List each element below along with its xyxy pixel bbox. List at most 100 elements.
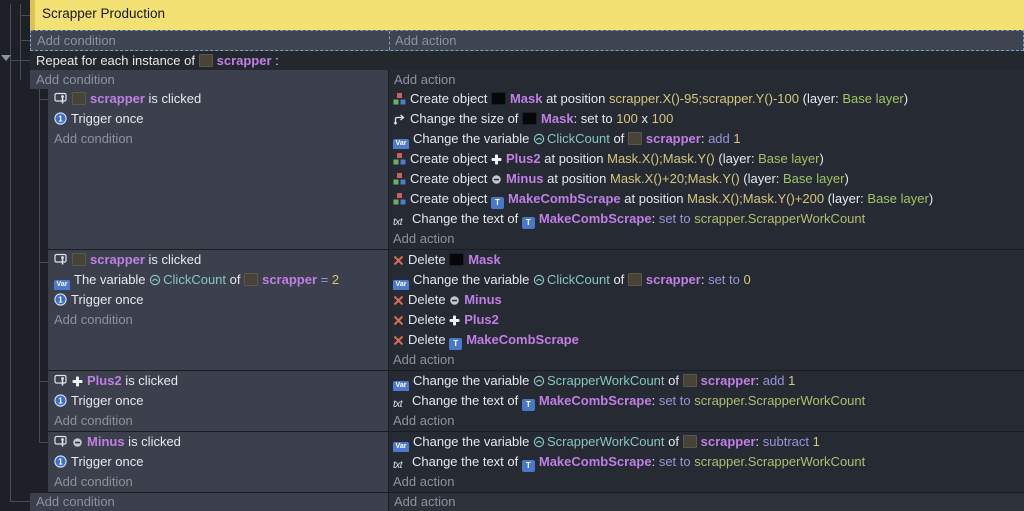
text-segment: (layer: (739, 171, 784, 186)
action-line[interactable]: Change the size of Mask: set to 100 x 10… (389, 109, 1024, 129)
comment-block[interactable]: Scrapper Production (30, 0, 1024, 30)
comment-text[interactable]: Scrapper Production (42, 6, 166, 21)
add-condition-button[interactable]: Add condition (48, 411, 388, 431)
text-segment: MakeCombScrape (507, 191, 621, 206)
text-segment: Repeat for each instance of (36, 53, 199, 68)
add-condition-button[interactable]: Add condition (48, 472, 388, 492)
tree-line (10, 60, 30, 61)
text-segment: Minus (464, 292, 502, 307)
text-segment: at position (540, 151, 608, 166)
action-line[interactable]: Delete Mask (389, 250, 1024, 270)
object-black-icon (449, 253, 465, 266)
add-condition-button[interactable]: Add condition (30, 70, 388, 89)
add-condition-button[interactable]: Add condition (30, 493, 388, 511)
text-segment: The variable (74, 272, 150, 287)
condition-line[interactable]: scrapper is clicked (48, 250, 388, 270)
add-action-button[interactable]: Add action (389, 229, 1024, 249)
text-segment: ) (928, 191, 934, 206)
text-segment: Base layer (842, 91, 904, 106)
text-segment: x (637, 111, 652, 126)
text-segment: 1 (812, 434, 820, 449)
add-action-button[interactable]: Add action (388, 70, 1024, 89)
add-action-button[interactable]: Add action (389, 350, 1024, 370)
add-condition-button[interactable]: Add condition (48, 129, 388, 149)
text-segment: scrapper (700, 434, 756, 449)
add-action-button[interactable]: Add action (388, 493, 1024, 511)
text-segment: ) (819, 151, 824, 166)
text-segment: Change the variable (413, 434, 533, 449)
collapse-arrow-icon[interactable] (1, 55, 11, 61)
touch-icon (54, 252, 68, 270)
svg-text:1: 1 (58, 114, 63, 123)
text-segment: ScrapperWorkCount (546, 434, 665, 449)
text-segment: subtract (762, 434, 810, 449)
text-segment: Create object (410, 151, 491, 166)
tree-line (10, 4, 11, 501)
action-line[interactable]: Delete Minus (389, 290, 1024, 310)
action-line[interactable]: Delete Plus2 (389, 310, 1024, 330)
text-segment: MakeCombScrape (538, 454, 652, 469)
condition-line[interactable]: Plus2 is clicked (48, 371, 388, 391)
text-segment: Add action (393, 352, 455, 367)
text-segment: ScrapperWorkCount (546, 373, 665, 388)
object-black-icon (522, 112, 538, 125)
object-dark-icon (72, 253, 86, 266)
text-object-icon: T (521, 217, 535, 229)
text-segment: Change the size of (410, 111, 523, 126)
object-dark-icon (682, 374, 697, 387)
condition-line[interactable]: scrapper is clicked (48, 89, 388, 109)
text-segment: = (320, 272, 329, 287)
object-dark-icon (627, 273, 642, 286)
object-dark-icon (198, 54, 213, 67)
tree-line (39, 262, 48, 263)
resize-icon (393, 111, 406, 129)
text-segment: scrapper (700, 373, 756, 388)
object-black-icon (490, 92, 506, 105)
text-segment: (layer: (824, 191, 868, 206)
plus-icon (491, 151, 502, 169)
add-action-button[interactable]: Add action (389, 472, 1024, 492)
text-segment: scrapper (90, 91, 145, 106)
txt-icon: txt (393, 217, 403, 228)
text-segment: Trigger once (71, 292, 144, 307)
condition-line[interactable]: Minus is clicked (48, 432, 388, 452)
text-object-icon: T (521, 460, 535, 472)
create-icon (393, 191, 406, 209)
text-segment: ClickCount (546, 131, 610, 146)
tree-line (39, 89, 40, 443)
text-segment: at position (543, 171, 610, 186)
action-line[interactable]: Create object Minus at position Mask.X()… (389, 169, 1024, 189)
add-action-button[interactable]: Add action (389, 411, 1024, 431)
svg-text:1: 1 (58, 457, 63, 466)
text-segment: set to (658, 393, 691, 408)
tree-line (39, 381, 48, 382)
action-line[interactable]: Create object Mask at position scrapper.… (389, 89, 1024, 109)
text-segment: add (762, 373, 785, 388)
add-condition-button[interactable]: Add condition (48, 310, 388, 330)
add-action-button[interactable]: Add action (389, 31, 1023, 50)
action-line[interactable]: Create object Plus2 at position Mask.X()… (389, 149, 1024, 169)
repeat-event-header[interactable]: Repeat for each instance of scrapper : (30, 51, 1024, 70)
text-segment: scrapper (262, 272, 318, 287)
object-dark-icon (682, 435, 697, 448)
add-condition-button[interactable]: Add condition (37, 33, 116, 48)
touch-icon (54, 373, 68, 391)
